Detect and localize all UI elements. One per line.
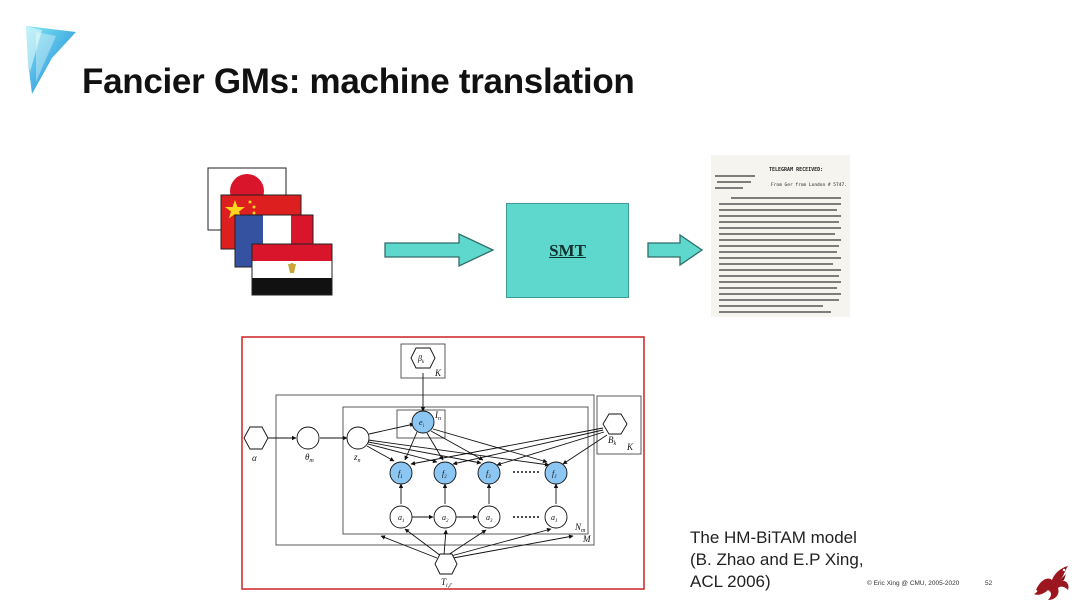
node-fj [544, 461, 568, 485]
cmu-logo-icon [26, 26, 76, 94]
node-aj [544, 505, 568, 529]
label-a1: a1 [398, 513, 405, 524]
egypt-flag-icon [251, 243, 333, 296]
node-f1 [389, 461, 413, 485]
node-z [346, 426, 370, 450]
smt-label: SMT [549, 240, 586, 260]
label-a3: a3 [486, 513, 493, 524]
node-alpha [243, 426, 269, 450]
node-beta [410, 347, 436, 369]
language-flags-image [207, 167, 333, 296]
label-a2: a2 [442, 513, 449, 524]
label-f1: f1 [398, 469, 403, 480]
plate-label-n: Nm [574, 522, 586, 534]
arrow-right-icon [384, 232, 495, 268]
caption-line-3: ACL 2006) [690, 572, 771, 591]
label-e: ei [419, 418, 425, 429]
plate-b [596, 395, 642, 455]
caption-line-2: (B. Zhao and E.P Xing, [690, 550, 864, 569]
label-f2: f2 [442, 469, 447, 480]
label-alpha: α [252, 453, 257, 463]
node-f2 [433, 461, 457, 485]
telegram-from-line: From Ger from London # 5747. [771, 183, 847, 188]
label-f3: f3 [486, 469, 491, 480]
label-b: Bk [608, 435, 617, 447]
plate-label-m: M [582, 534, 591, 544]
label-theta: θm [305, 452, 314, 464]
smt-box: SMT [506, 203, 629, 298]
plate-label-k-top: K [434, 368, 442, 378]
model-frame [241, 336, 645, 590]
model-caption: The HM-BiTAM model (B. Zhao and E.P Xing… [690, 527, 864, 593]
node-a3 [477, 505, 501, 529]
copyright-text: © Eric Xing @ CMU, 2005-2020 [867, 580, 960, 587]
label-aj: aJ [551, 513, 558, 524]
slide-title: Fancier GMs: machine translation [82, 62, 635, 101]
caption-line-1: The HM-BiTAM model [690, 528, 857, 547]
node-a1 [389, 505, 413, 529]
telegram-document-image: TELEGRAM RECEIVED: From Ger from London … [711, 155, 850, 317]
label-t: Ti,i' [441, 577, 453, 589]
node-e [411, 410, 435, 434]
plate-n [342, 406, 589, 535]
node-b [602, 413, 628, 435]
label-beta: βk [417, 354, 425, 365]
node-theta [296, 426, 320, 450]
dragon-logo-icon [1034, 566, 1069, 600]
node-t [434, 553, 458, 575]
label-z: zn [353, 452, 361, 464]
plate-label-k-right: K [626, 442, 634, 452]
hm-bitam-model-diagram: α θm zn βk ei Bk f1 f2 f3 fJ a1 a2 a3 aJ… [241, 336, 645, 590]
telegram-heading: TELEGRAM RECEIVED: [769, 167, 824, 173]
plate-label-i: In [434, 410, 441, 422]
page-number: 52 [985, 580, 993, 587]
plate-m [275, 394, 595, 546]
node-f3 [477, 461, 501, 485]
label-fj: fJ [552, 469, 557, 480]
arrow-right-icon [647, 233, 704, 267]
node-a2 [433, 505, 457, 529]
